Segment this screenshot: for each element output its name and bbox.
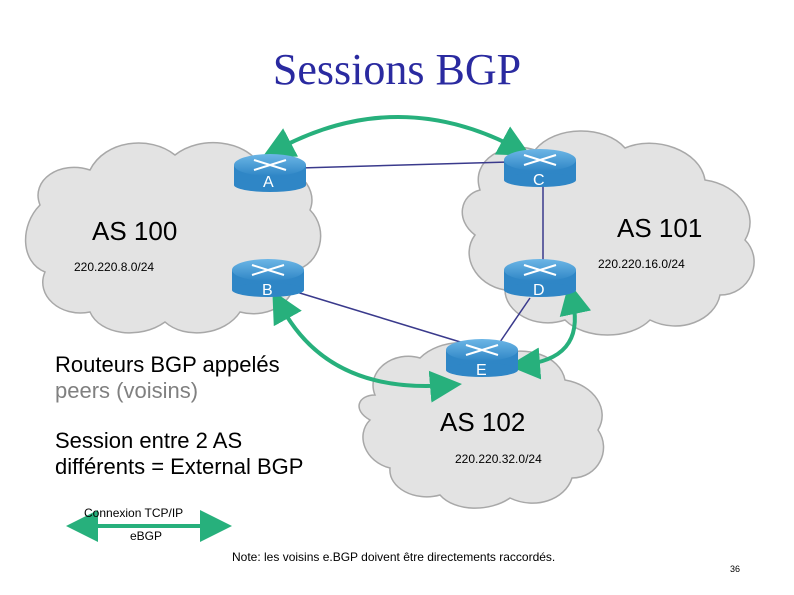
router-c[interactable] — [504, 149, 576, 187]
router-a-label: A — [263, 174, 274, 191]
peers-note-line1: Routeurs BGP appelés — [55, 352, 280, 377]
router-d-label: D — [533, 282, 545, 299]
ebgp-note-line1: Session entre 2 AS — [55, 428, 243, 453]
session-arc-b-e — [272, 290, 462, 403]
as100-network: 220.220.8.0/24 — [74, 260, 155, 274]
page-number: 36 — [730, 564, 741, 574]
session-arcs — [262, 115, 592, 403]
as101-label: AS 101 — [617, 213, 703, 243]
peers-note-line2: peers (voisins) — [55, 378, 199, 403]
router-e-label: E — [476, 362, 487, 379]
peers-note: Routeurs BGP appelés peers (voisins) — [55, 352, 280, 404]
router-e[interactable] — [446, 339, 518, 377]
link-b-e — [289, 289, 481, 349]
router-a[interactable] — [234, 154, 306, 192]
router-c-label: C — [533, 172, 545, 189]
ebgp-note-line2: différents = External BGP — [55, 454, 304, 479]
as100-label: AS 100 — [92, 216, 178, 246]
legend-sub: eBGP — [130, 529, 163, 543]
footer-note: Note: les voisins e.BGP doivent être dir… — [232, 550, 556, 564]
router-b-label: B — [262, 282, 273, 299]
page-title: Sessions BGP — [272, 45, 522, 94]
as102-label: AS 102 — [440, 407, 526, 437]
ebgp-note: Session entre 2 AS différents = External… — [55, 428, 303, 480]
session-arc-d-e — [508, 282, 592, 380]
as102-network: 220.220.32.0/24 — [455, 452, 542, 466]
router-b[interactable] — [232, 259, 304, 297]
router-d[interactable] — [504, 259, 576, 297]
legend-label: Connexion TCP/IP — [84, 506, 184, 520]
link-a-c — [299, 161, 511, 169]
as101-network: 220.220.16.0/24 — [598, 257, 685, 271]
session-arc-a-c — [262, 115, 531, 158]
